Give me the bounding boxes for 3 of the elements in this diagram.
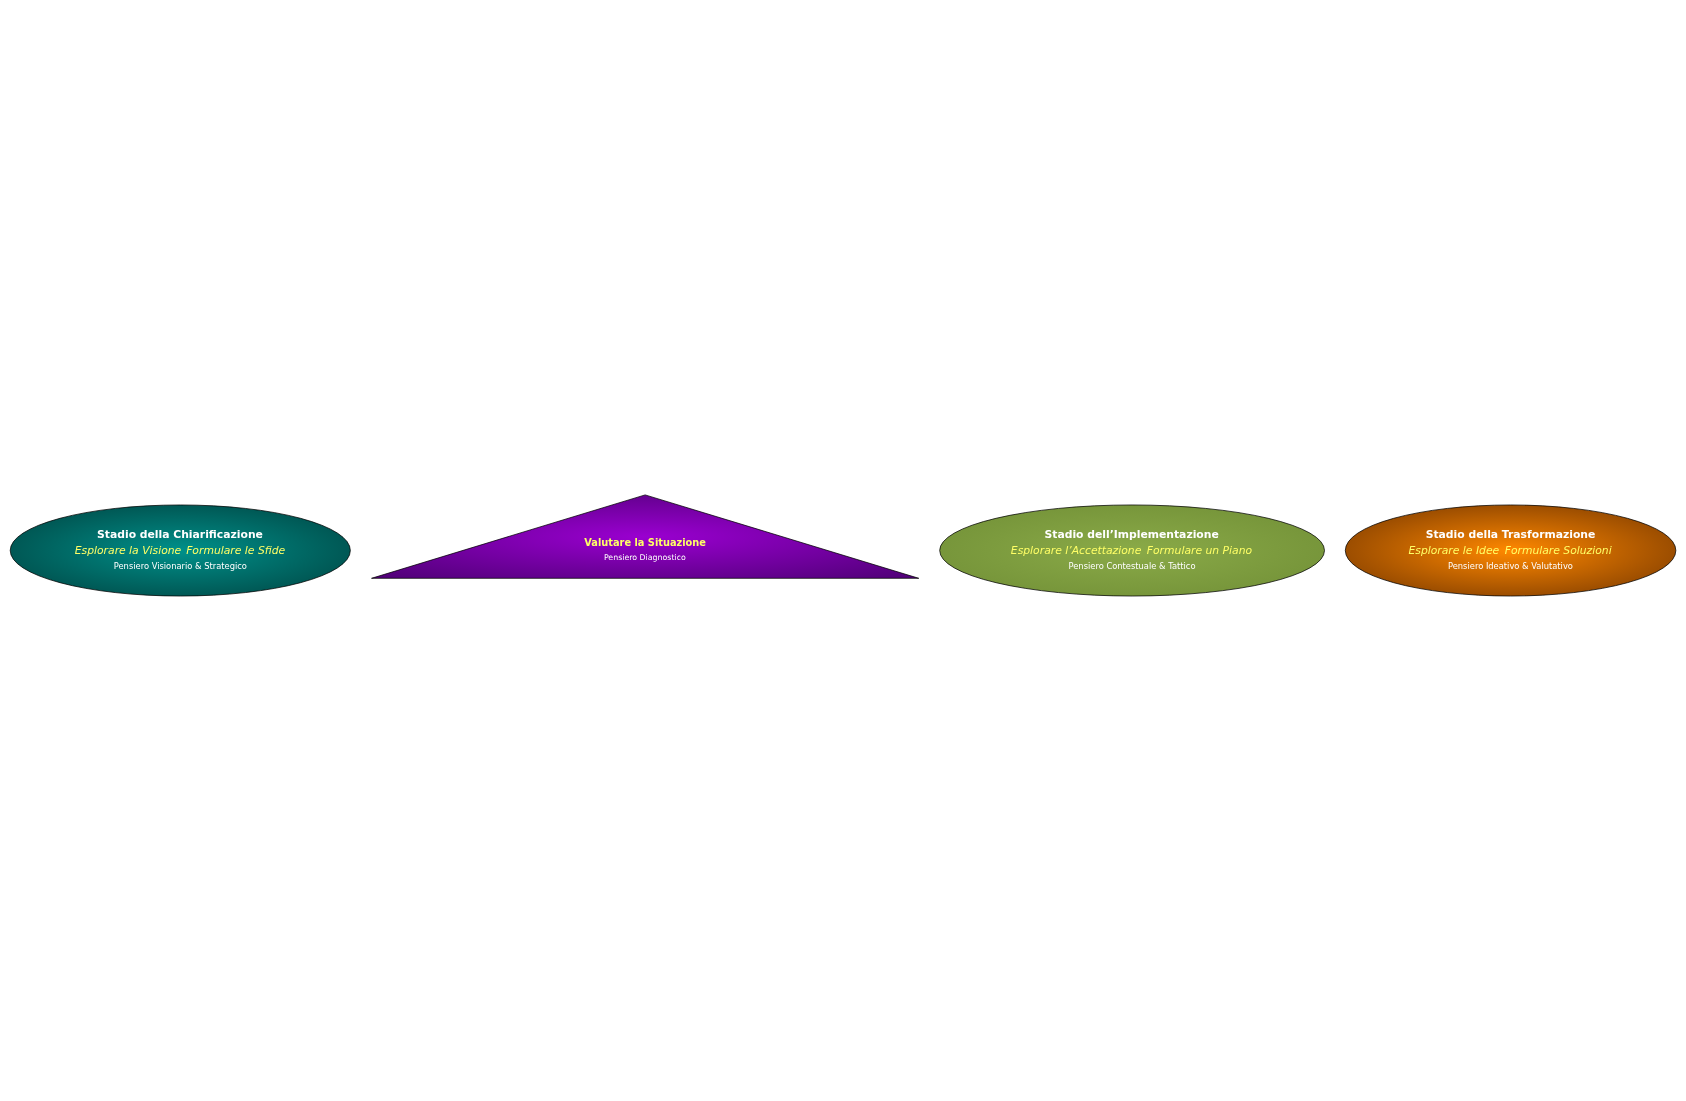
node-ellipse: Stadio dell’Implementazione Esplorare l’Accettazione Formulare un Piano Pensiero Contestuale & Tattico: [939, 504, 1325, 597]
node-ellipse: Stadio della Chiarificazione Esplorare la Visione Formulare le Sfide Pensiero Visionario & Strategico: [9, 504, 351, 597]
node-ellipse: Stadio della Trasformazione Esplorare le Idee Formulare Soluzioni Pensiero Ideativo & Valutativo: [1344, 504, 1677, 597]
